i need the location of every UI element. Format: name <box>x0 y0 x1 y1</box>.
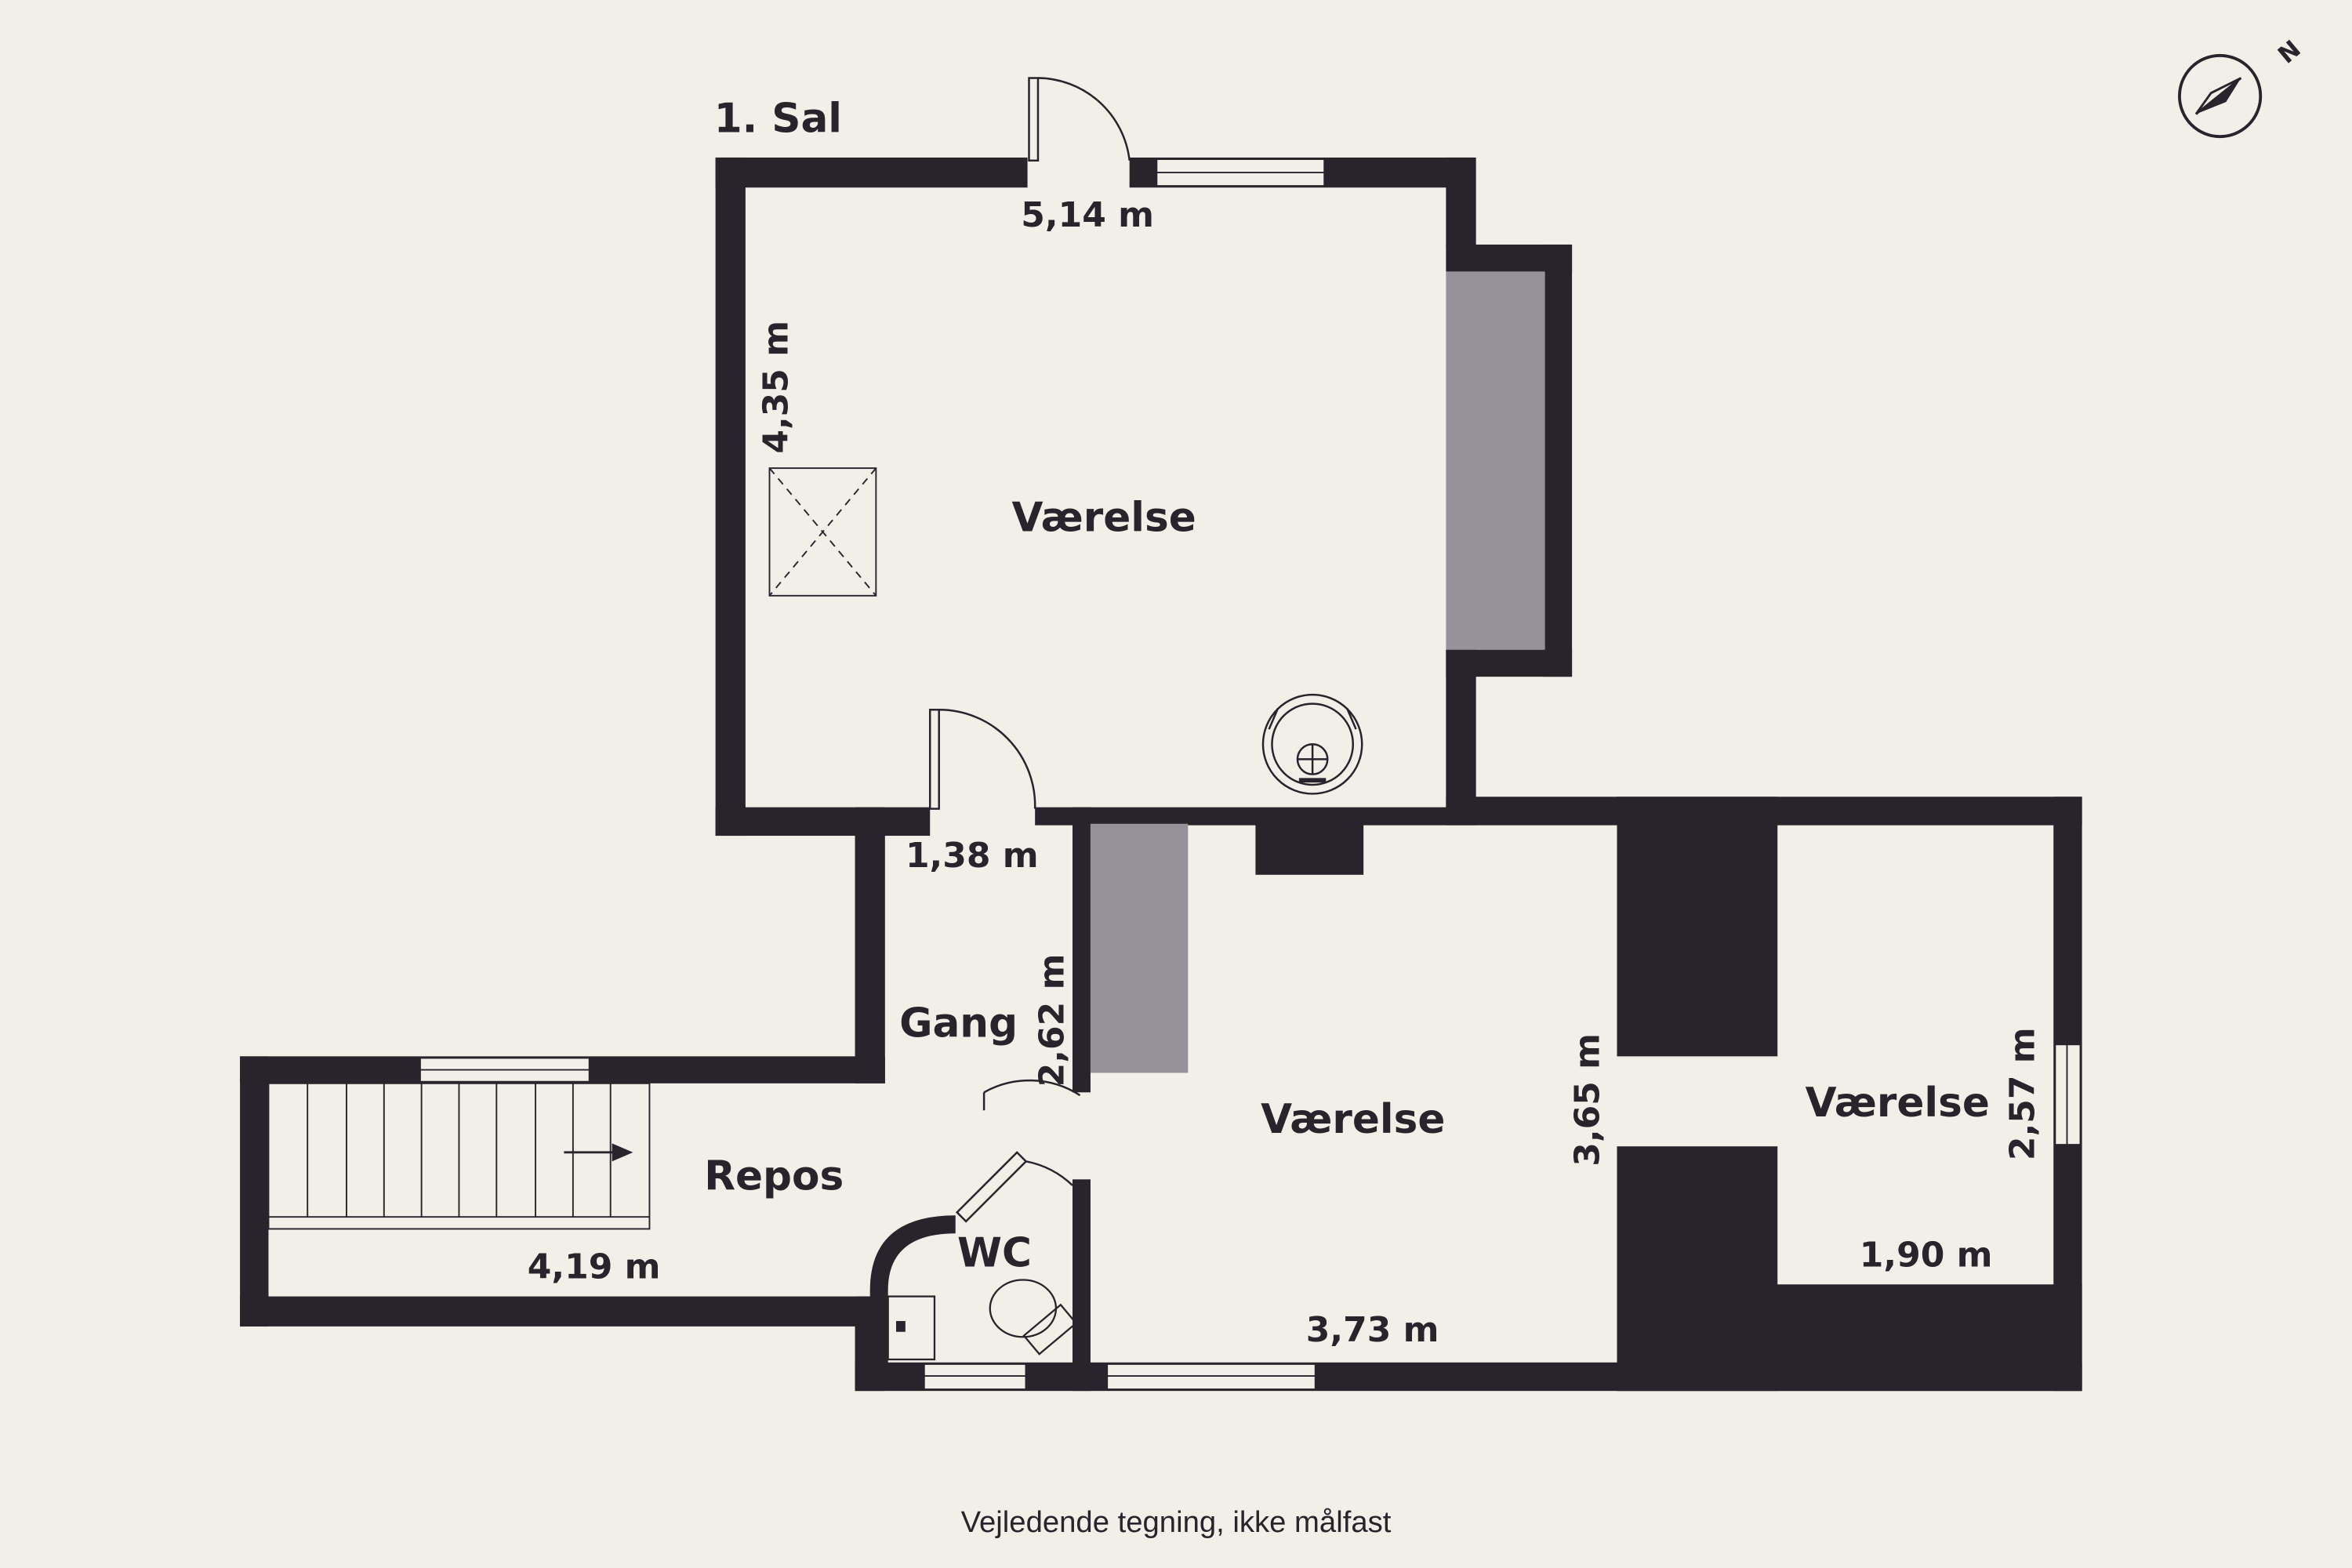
wardrobes <box>1090 271 1545 1073</box>
room-name-vaerelse-3: Værelse <box>1806 1080 1990 1127</box>
skylight-icon <box>768 467 877 597</box>
windows <box>419 158 2082 1391</box>
dim-vaerelse-2-depth: 3,65 m <box>1568 1033 1608 1167</box>
dim-vaerelse-1-width: 5,14 m <box>1021 195 1154 235</box>
dim-gang-width: 1,38 m <box>906 836 1039 876</box>
north-label: N <box>2274 35 2307 69</box>
door-top <box>1028 77 1040 162</box>
room-name-repos: Repos <box>704 1153 844 1200</box>
dim-vaerelse-3-depth: 2,57 m <box>2002 1027 2042 1160</box>
stair-arrow-icon <box>564 1143 633 1162</box>
room-name-wc: WC <box>957 1229 1032 1276</box>
shower-icon <box>887 1295 936 1361</box>
walls <box>240 157 2082 1392</box>
window-lines <box>419 172 2068 1377</box>
doors <box>928 77 1131 1223</box>
disclaimer-note: Vejledende tegning, ikke målfast <box>961 1505 1392 1539</box>
door-room1 <box>928 709 940 810</box>
stairs <box>267 1082 651 1230</box>
compass-icon: N <box>2178 35 2307 139</box>
dim-repos-width: 4,19 m <box>528 1247 661 1287</box>
door-room2 <box>983 1079 1081 1097</box>
room-name-vaerelse-1: Værelse <box>1012 495 1196 542</box>
dim-vaerelse-3-width: 1,90 m <box>1860 1235 1993 1275</box>
dim-vaerelse-2-width: 3,73 m <box>1306 1310 1439 1350</box>
door-wc <box>955 1151 1028 1223</box>
wc-curved-wall <box>869 1215 956 1366</box>
dim-vaerelse-1-depth: 4,35 m <box>756 321 796 454</box>
toilet-icon <box>989 1279 1078 1356</box>
floor-title: 1. Sal <box>714 95 842 142</box>
dim-gang-depth: 2,62 m <box>1033 954 1073 1087</box>
room-name-vaerelse-2: Værelse <box>1261 1096 1445 1143</box>
room-name-gang: Gang <box>899 1000 1018 1047</box>
stove-icon <box>1261 693 1363 795</box>
